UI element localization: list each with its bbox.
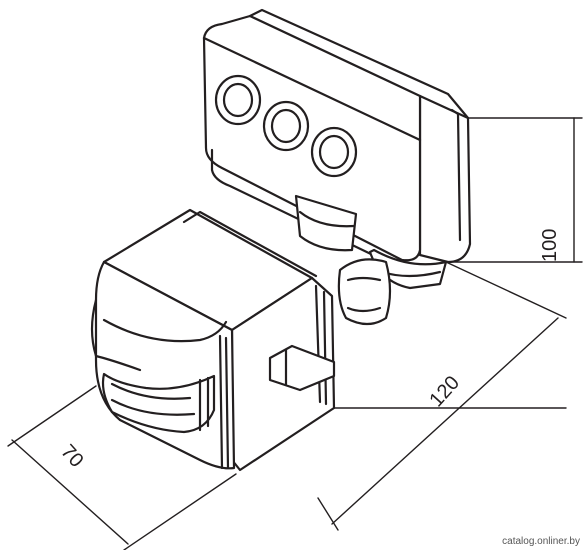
watermark: catalog.onliner.by [502, 536, 580, 547]
width-label: 120 [425, 372, 464, 412]
dimension-height: 100 [447, 117, 583, 263]
sensor-head [90, 208, 336, 472]
knob-1 [214, 74, 262, 126]
height-label: 100 [539, 229, 561, 262]
knob-2 [262, 100, 310, 152]
control-box [202, 8, 472, 272]
knob-3 [310, 126, 358, 178]
swivel-joint [294, 194, 448, 326]
depth-label: 70 [56, 441, 87, 472]
